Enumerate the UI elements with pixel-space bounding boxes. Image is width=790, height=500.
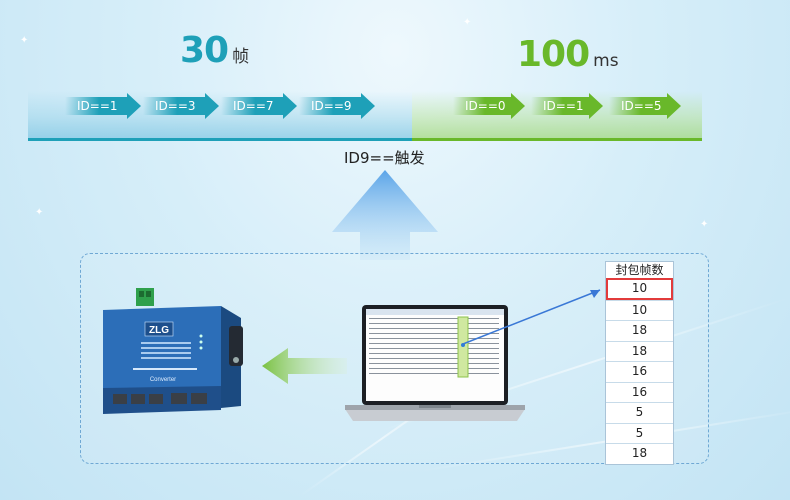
sparkle-icon: ✦ xyxy=(20,35,29,46)
id-arrow: ID==1 xyxy=(531,93,603,119)
right-metric-unit: ms xyxy=(593,51,619,71)
table-row: 18 xyxy=(606,340,673,362)
table-header: 封包帧数 xyxy=(615,263,664,277)
right-metric-value: 100 xyxy=(517,34,590,75)
id-arrow-label: ID==1 xyxy=(543,99,584,113)
left-metric-unit: 帧 xyxy=(232,47,250,67)
trigger-label: ID9==触发 xyxy=(344,149,425,167)
up-arrow-icon xyxy=(332,170,438,260)
id-arrow-label: ID==3 xyxy=(155,99,196,113)
laptop-with-software xyxy=(345,305,525,421)
id-arrow: ID==3 xyxy=(143,93,219,119)
id-arrow-label: ID==1 xyxy=(77,99,118,113)
left-arrow-icon xyxy=(262,348,347,384)
device-caption: Converter xyxy=(150,377,176,383)
id-arrow-label: ID==7 xyxy=(233,99,274,113)
id-arrow-label: ID==5 xyxy=(621,99,662,113)
sparkle-icon: ✦ xyxy=(463,17,472,28)
table-row: 16 xyxy=(606,381,673,403)
table-row: 10 xyxy=(606,299,673,321)
id-arrow: ID==7 xyxy=(221,93,297,119)
id-arrow: ID==9 xyxy=(299,93,375,119)
id-arrow: ID==1 xyxy=(65,93,141,119)
id-arrow-label: ID==0 xyxy=(465,99,506,113)
frame-count-table: 封包帧数 10 10 18 18 16 16 5 5 18 xyxy=(605,261,674,465)
sparkle-icon: ✦ xyxy=(35,207,44,218)
left-metric-value: 30 xyxy=(180,30,229,71)
can-ethernet-converter: ZLG Converter xyxy=(103,288,243,414)
table-row: 10 xyxy=(606,278,673,300)
id-arrow: ID==5 xyxy=(609,93,681,119)
connector-line xyxy=(462,289,601,345)
table-row: 18 xyxy=(606,443,673,464)
device-logo: ZLG xyxy=(149,325,169,336)
sparkle-icon: ✦ xyxy=(700,219,709,230)
table-row: 5 xyxy=(606,402,673,423)
table-row: 18 xyxy=(606,320,673,341)
table-row: 16 xyxy=(606,361,673,382)
table-row: 5 xyxy=(606,422,673,444)
id-arrow-label: ID==9 xyxy=(311,99,352,113)
id-arrow: ID==0 xyxy=(453,93,525,119)
